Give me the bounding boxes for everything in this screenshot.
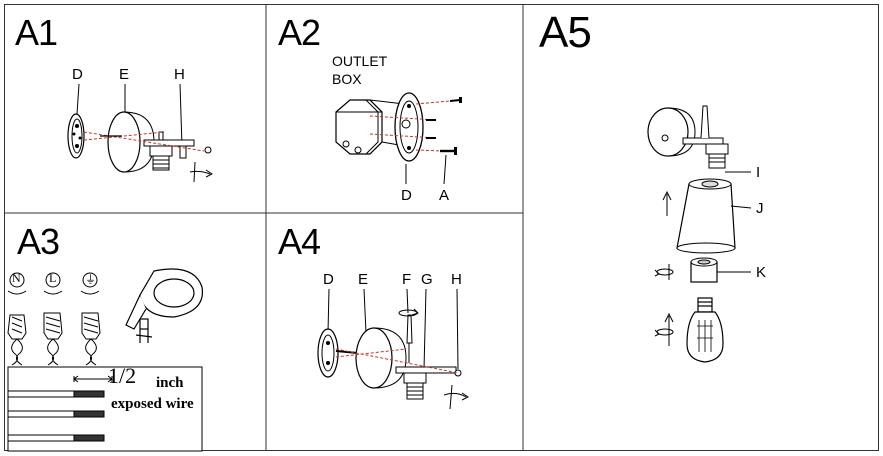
panel-a3-title: A3 xyxy=(17,221,60,262)
panel-a1: A1 D E H xyxy=(4,4,266,213)
part-label-g: G xyxy=(421,271,433,288)
outlet-box xyxy=(335,99,383,155)
a5-shade-bulb-illustration xyxy=(647,105,752,363)
canopy xyxy=(647,107,689,157)
live-symbol xyxy=(45,272,61,288)
outlet-box-label-line1: OUTLET xyxy=(332,53,388,69)
panel-a4: A4 D E F G H xyxy=(266,213,523,451)
a2-outlet-box-illustration xyxy=(335,92,462,185)
outlet-box-label-line2: BOX xyxy=(332,71,362,87)
wire-symbol-l: L xyxy=(49,271,57,285)
canopy xyxy=(107,111,141,173)
sheet-frame xyxy=(4,4,879,451)
part-label-d: D xyxy=(323,271,334,288)
canopy xyxy=(355,327,393,389)
part-label-i: I xyxy=(756,164,761,181)
part-label-j: J xyxy=(756,200,764,217)
part-label-a: A xyxy=(439,187,450,204)
part-label-h: H xyxy=(451,271,462,288)
wire-symbol-n: N xyxy=(12,271,21,285)
panel-a3: A3 xyxy=(4,213,266,452)
a3-wiring-illustration xyxy=(7,268,204,452)
part-label-f: F xyxy=(402,271,412,288)
strip-length-unit: inch xyxy=(156,375,184,391)
part-label-h: H xyxy=(174,66,185,83)
exposed-wire-label: exposed wire xyxy=(111,396,194,412)
part-label-e: E xyxy=(119,66,130,83)
part-label-d: D xyxy=(401,187,412,204)
panel-a2: A2 OUTLET BOX D A xyxy=(266,4,523,213)
a1-bracket-illustration xyxy=(67,83,213,183)
panel-a1-title: A1 xyxy=(15,12,58,53)
neutral-symbol xyxy=(9,272,25,288)
edison-bulb xyxy=(686,297,724,363)
strip-length-fraction: 1/2 xyxy=(108,363,137,388)
panel-a5-title: A5 xyxy=(539,8,592,57)
mounting-plate xyxy=(67,113,85,159)
part-label-k: K xyxy=(756,264,767,281)
a4-assembly-illustration xyxy=(317,288,469,410)
electrical-tape xyxy=(125,268,204,343)
panel-a2-title: A2 xyxy=(278,12,321,53)
part-label-e: E xyxy=(358,271,369,288)
part-label-d: D xyxy=(72,66,83,83)
panel-a5: A5 I J K xyxy=(523,4,879,451)
wire-symbol-ground: ⏚ xyxy=(85,274,96,286)
panel-a4-title: A4 xyxy=(278,221,321,262)
ground-symbol xyxy=(82,272,98,288)
lamp-shade xyxy=(676,183,736,249)
mounting-plate xyxy=(317,328,339,378)
